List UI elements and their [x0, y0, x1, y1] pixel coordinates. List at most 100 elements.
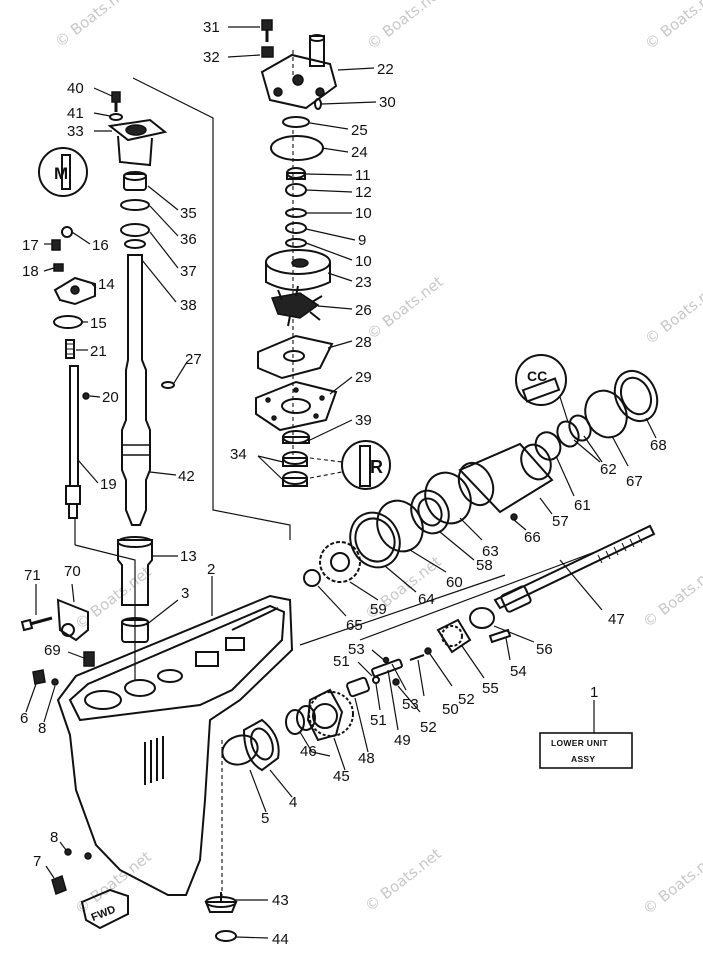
o-ring-15 [53, 315, 83, 329]
pin-30 [314, 98, 322, 110]
part-label-20: 20 [102, 389, 119, 406]
watermark: © Boats.net [363, 273, 446, 344]
impeller-26 [270, 285, 323, 327]
washer-36 [120, 199, 150, 211]
oil-seal-housing-33 [107, 118, 168, 142]
bearing-46 [285, 709, 305, 735]
shim-37 [120, 223, 150, 237]
part-label-18: 18 [22, 263, 39, 280]
housing-grille [144, 736, 164, 785]
part-label-34: 34 [230, 446, 247, 463]
cc-callout [515, 354, 567, 406]
bolt-69 [83, 651, 95, 667]
part-label-1: 1 [590, 684, 598, 701]
seal-12 [285, 183, 307, 197]
gasket-29 [255, 380, 338, 432]
part-label-19: 19 [100, 476, 117, 493]
ring-nut-68 [613, 369, 659, 423]
part-label-59: 59 [370, 601, 387, 618]
part-label-16: 16 [92, 237, 109, 254]
part-label-32: 32 [203, 49, 220, 66]
bearing-4 [242, 718, 280, 772]
part-label-61: 61 [574, 497, 591, 514]
needle-bearing-3 [121, 619, 149, 643]
anode-70 [56, 598, 89, 642]
part-label-15: 15 [90, 315, 107, 332]
part-label-44: 44 [272, 931, 289, 948]
propeller-shaft-group [436, 524, 656, 654]
part-label-27: 27 [185, 351, 202, 368]
watermark: © Boats.net [639, 848, 703, 919]
water-pump-group: R [255, 19, 391, 490]
part-label-40: 40 [67, 80, 84, 97]
watermark: © Boats.net [51, 0, 134, 51]
part-label-52b: 52 [458, 691, 475, 708]
part-label-3: 3 [181, 585, 189, 602]
pin-20 [82, 392, 90, 400]
drive-shaft-38 [121, 254, 151, 526]
part-label-8b: 8 [50, 829, 58, 846]
sleeve-13 [117, 539, 153, 606]
part-label-66: 66 [524, 529, 541, 546]
part-label-48: 48 [358, 750, 375, 767]
part-label-13: 13 [180, 548, 197, 565]
part-label-7: 7 [33, 853, 41, 870]
part-label-14: 14 [98, 276, 115, 293]
watermark: © Boats.net [639, 561, 703, 632]
watermark: © Boats.net [71, 563, 154, 634]
pin-51 [372, 676, 380, 684]
shaft-splines [597, 534, 643, 564]
bearing-61 [534, 431, 562, 461]
part-label-35: 35 [180, 205, 197, 222]
bolt-31 [261, 19, 273, 31]
part-label-21: 21 [90, 343, 107, 360]
part-label-62: 62 [600, 461, 617, 478]
clip-16 [61, 226, 73, 238]
bearing-housing-57 [457, 442, 554, 514]
part-label-4: 4 [289, 794, 297, 811]
pump-housing-22 [260, 53, 338, 110]
cc-callout-letter: CC [527, 368, 547, 384]
forward-gear-45 [306, 688, 344, 742]
watermark: © Boats.net [361, 845, 444, 916]
watermark: © Boats.net [641, 278, 703, 349]
watermark: © Boats.net [641, 0, 703, 53]
o-ring-63 [424, 471, 472, 525]
r-callout [341, 440, 391, 490]
lower-case-housing-2 [56, 594, 294, 896]
part-label-5: 5 [261, 810, 269, 827]
part-label-9: 9 [358, 232, 366, 249]
pin-27 [161, 381, 175, 389]
seal-9 [285, 222, 307, 234]
insert-24 [270, 135, 324, 161]
part-label-69: 69 [44, 642, 61, 659]
o-ring-25 [282, 116, 310, 128]
part-label-57: 57 [552, 513, 569, 530]
washer-52 [392, 678, 400, 686]
part-label-26: 26 [355, 302, 372, 319]
part-label-8a: 8 [38, 720, 46, 737]
collar-52b [424, 647, 432, 655]
part-label-28: 28 [355, 334, 372, 351]
washer-65 [303, 569, 321, 587]
part-label-46: 46 [300, 743, 317, 760]
pin-66 [510, 513, 518, 521]
watermark: © Boats.net [363, 0, 446, 53]
part-label-33: 33 [67, 123, 84, 140]
r-callout-letter: R [370, 457, 383, 477]
reverse-gear-stack: CC [303, 354, 659, 587]
part-label-10b: 10 [355, 253, 372, 270]
part-label-42: 42 [178, 468, 195, 485]
part-label-39: 39 [355, 412, 372, 429]
part-label-24: 24 [351, 144, 368, 161]
part-label-68: 68 [650, 437, 667, 454]
part-label-54: 54 [510, 663, 527, 680]
part-label-51a: 51 [333, 653, 350, 670]
callout-leaders [25, 26, 657, 939]
outer-plate-28 [257, 334, 334, 380]
part-label-17: 17 [22, 237, 39, 254]
part-label-30: 30 [379, 94, 396, 111]
nut-44 [215, 930, 237, 942]
washer-10 [285, 208, 307, 218]
part-label-67: 67 [626, 473, 643, 490]
